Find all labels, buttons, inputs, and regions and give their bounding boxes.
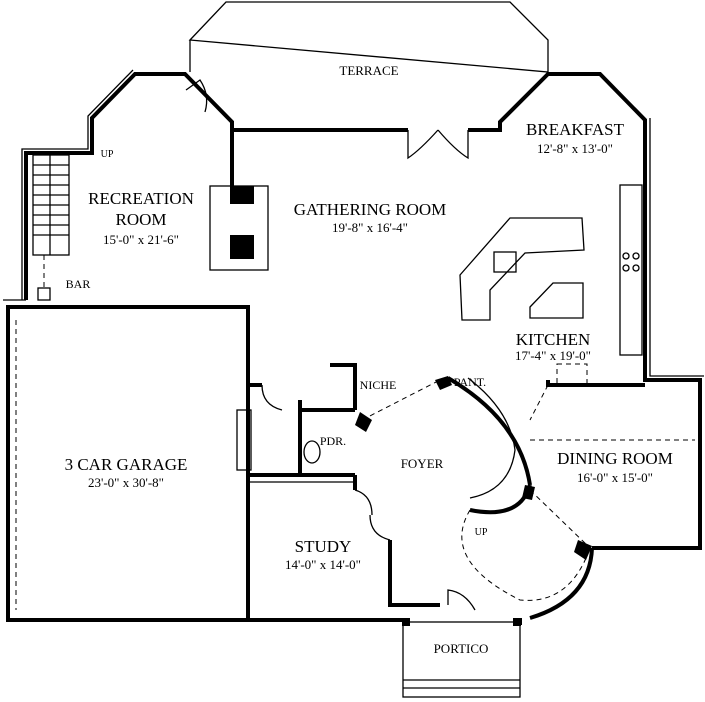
bar-label: BAR xyxy=(66,277,91,291)
exterior-wall xyxy=(24,72,234,300)
up-label-foyer: UP xyxy=(475,527,488,538)
study-label: STUDY xyxy=(295,537,352,556)
dining-size: 16'-0" x 15'-0" xyxy=(577,470,653,485)
garage-size: 23'-0" x 30'-8" xyxy=(88,475,164,490)
recreation-size: 15'-0" x 21'-6" xyxy=(103,232,179,247)
study-size: 14'-0" x 14'-0" xyxy=(285,557,361,572)
kitchen-island xyxy=(459,217,585,321)
breakfast-label: BREAKFAST xyxy=(526,120,625,139)
curved-stair xyxy=(446,376,532,486)
terrace-outline xyxy=(188,1,549,73)
garage-walls xyxy=(6,305,250,622)
recreation-label-line1: RECREATION xyxy=(88,189,194,208)
powder-room-label: PDR. xyxy=(320,434,346,448)
garage-label: 3 CAR GARAGE xyxy=(65,455,188,474)
kitchen-label: KITCHEN xyxy=(516,330,591,349)
kitchen-size: 17'-4" x 19'-0" xyxy=(515,348,591,363)
dining-label: DINING ROOM xyxy=(557,449,673,468)
portico-outline xyxy=(402,621,521,698)
gathering-size: 19'-8" x 16'-4" xyxy=(332,220,408,235)
recreation-label-line2: ROOM xyxy=(115,210,166,229)
niche-label: NICHE xyxy=(360,378,397,392)
terrace-label: TERRACE xyxy=(339,63,398,78)
foyer-label: FOYER xyxy=(401,456,444,471)
pantry-label: PANT. xyxy=(454,375,486,389)
up-label-rec: UP xyxy=(101,149,114,160)
gathering-label: GATHERING ROOM xyxy=(294,200,447,219)
portico-label: PORTICO xyxy=(434,641,489,656)
breakfast-size: 12'-8" x 13'-0" xyxy=(537,141,613,156)
